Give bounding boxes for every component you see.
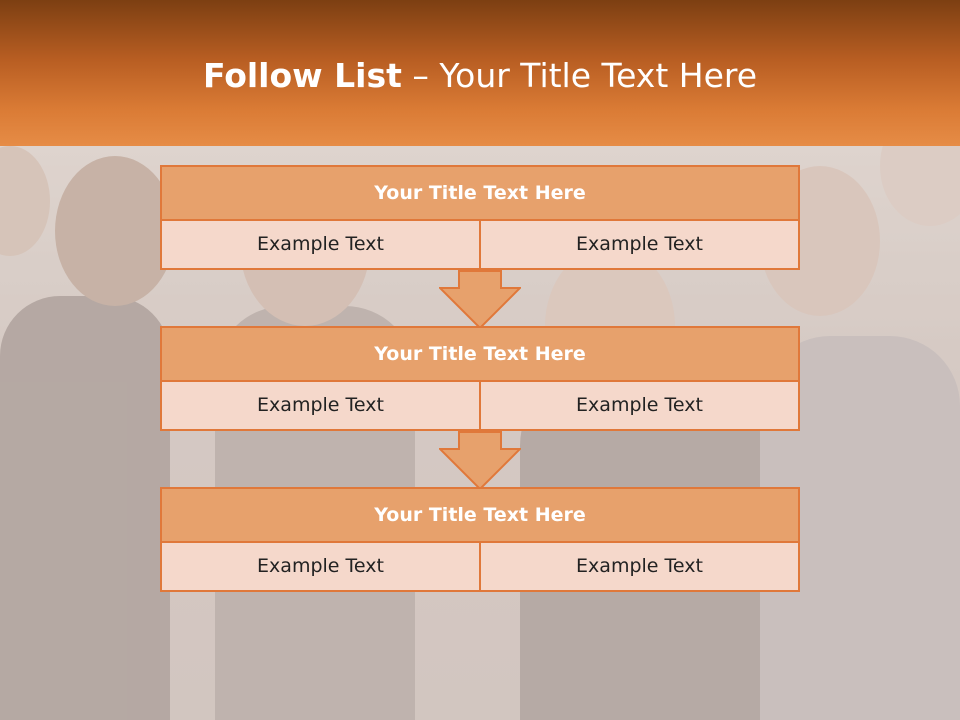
flow-step-left-text: Example Text: [162, 221, 479, 268]
down-arrow-icon: [439, 270, 521, 330]
flow-step-title: Your Title Text Here: [160, 165, 800, 221]
flow-step-left-text: Example Text: [162, 543, 479, 590]
flow-step-title: Your Title Text Here: [160, 326, 800, 382]
flow-step-right-text: Example Text: [479, 382, 798, 429]
slide-title-bold: Follow List: [202, 56, 402, 95]
title-band: [0, 0, 960, 146]
down-arrow-icon: [439, 431, 521, 491]
flow-step-left-text: Example Text: [162, 382, 479, 429]
flow-step-right-text: Example Text: [479, 543, 798, 590]
flow-step-right-text: Example Text: [479, 221, 798, 268]
flow-step-1: Your Title Text Here Example Text Exampl…: [160, 165, 800, 270]
slide-title-rest: – Your Title Text Here: [401, 56, 758, 95]
flow-step-3: Your Title Text Here Example Text Exampl…: [160, 487, 800, 592]
flow-step-2: Your Title Text Here Example Text Exampl…: [160, 326, 800, 431]
slide-title: Follow List – Your Title Text Here: [0, 56, 960, 96]
flow-step-title: Your Title Text Here: [160, 487, 800, 543]
